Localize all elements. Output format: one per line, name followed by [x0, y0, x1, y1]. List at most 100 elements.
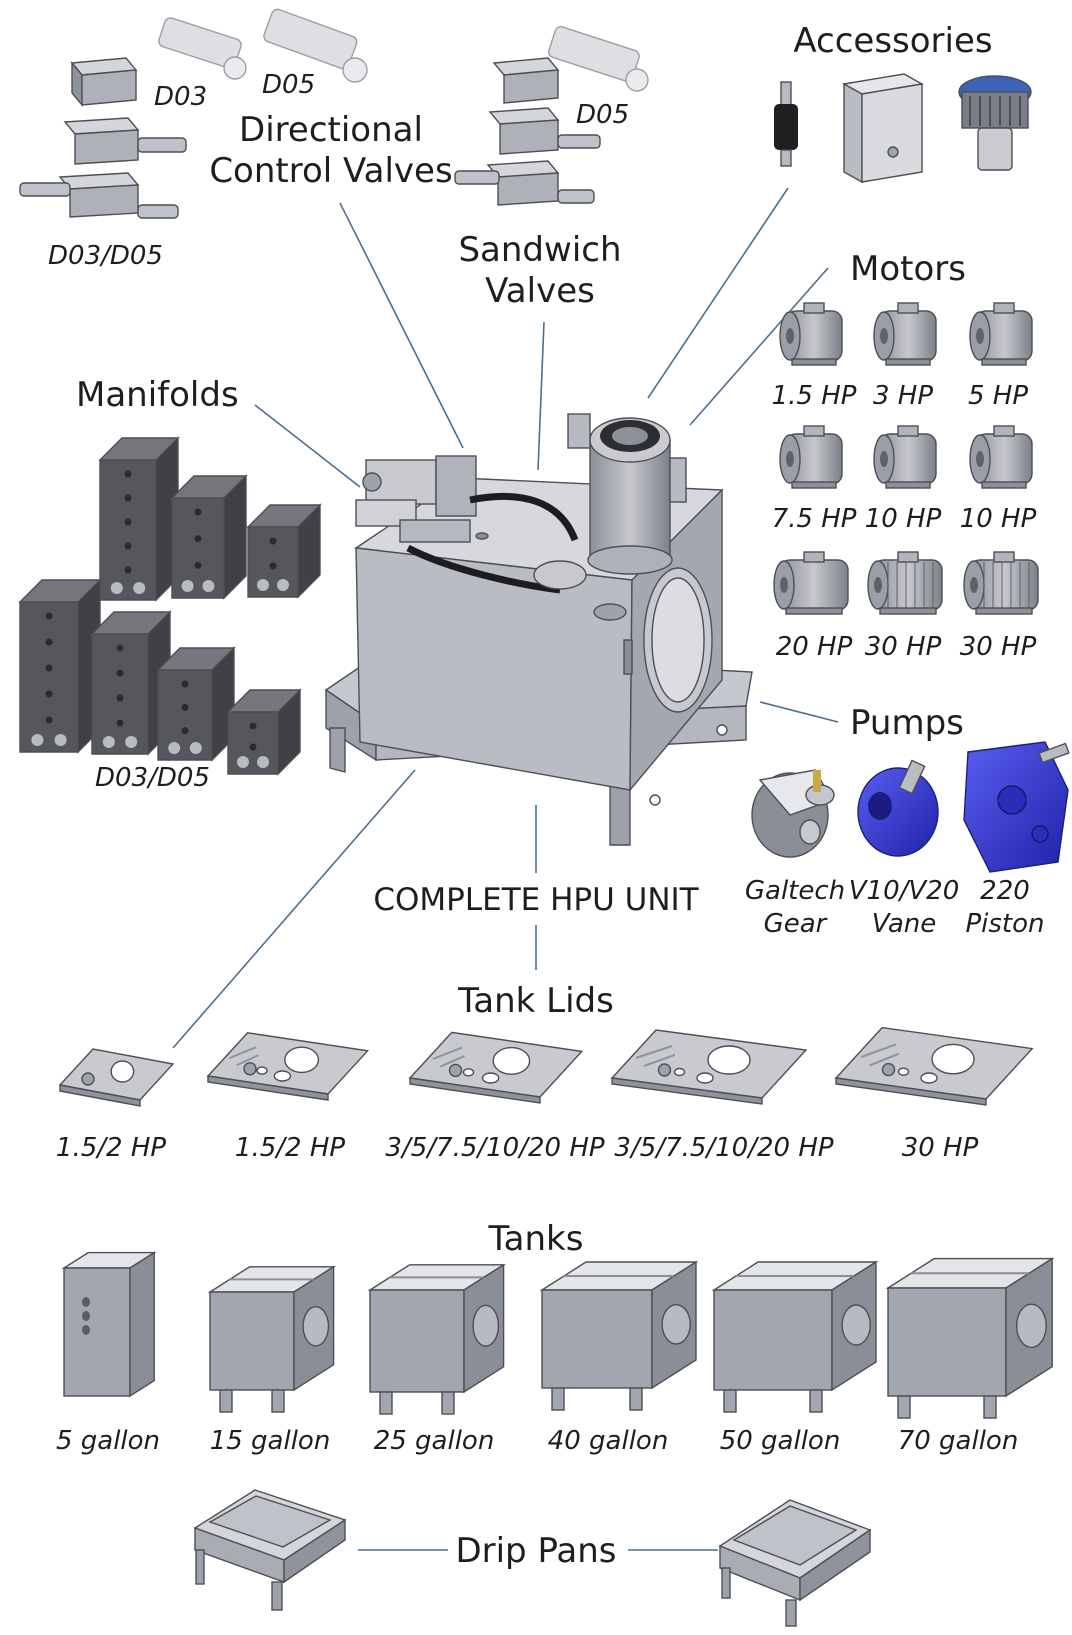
electric-motor-icon [779, 302, 843, 366]
pump-label-vane: V10/V20 Vane [842, 875, 966, 940]
electric-motor-icon [873, 425, 937, 489]
sandwich-dual-relief-icon [454, 160, 595, 206]
manifold-block-icon [170, 474, 248, 600]
manifold-block-icon [98, 436, 180, 602]
accessories-heading: Accessories [793, 21, 993, 61]
electric-motor-icon [779, 425, 843, 489]
drip-pan-left-icon [193, 1489, 347, 1611]
motor-label: 10 HP [959, 504, 1037, 534]
motor-label: 1.5 HP [771, 381, 857, 411]
motor-label: 10 HP [864, 504, 942, 534]
tank-lids-group [58, 1026, 1034, 1107]
complete-hpu-unit-illustration [324, 413, 753, 846]
vane-pump-icon [857, 759, 939, 857]
valve-label-d03: D03 [154, 82, 208, 112]
tank-label: 15 gallon [209, 1426, 331, 1456]
tank-label: 70 gallon [897, 1426, 1019, 1456]
lid-label: 3/5/7.5/10/20 HP [385, 1133, 605, 1163]
motor-label: 5 HP [967, 381, 1029, 411]
pump-label-line1: Galtech [744, 876, 846, 906]
reservoir-tank-icon [207, 1265, 337, 1413]
leader-lines [172, 187, 839, 1551]
tank-label: 40 gallon [547, 1426, 669, 1456]
electrical-box-icon [841, 73, 925, 184]
motor-label: 20 HP [775, 632, 853, 662]
lid-label: 30 HP [901, 1133, 979, 1163]
piston-pump-icon [963, 741, 1070, 873]
motor-label: 30 HP [959, 632, 1037, 662]
drip-pan-right-icon [718, 1499, 872, 1627]
motors-heading: Motors [850, 249, 966, 289]
electric-motor-icon [773, 551, 849, 615]
gear-pump-icon [751, 769, 835, 858]
pumps-heading: Pumps [850, 703, 964, 743]
reservoir-tank-icon [885, 1257, 1055, 1419]
reservoir-tank-icon [711, 1260, 879, 1413]
electric-motor-icon [969, 425, 1033, 489]
reservoir-tank-icon [539, 1260, 699, 1411]
sandwich-valve-group [454, 26, 649, 206]
manifold-label-d03-d05: D03/D05 [95, 763, 210, 793]
electric-motor-icon [969, 302, 1033, 366]
sandwich-label-d05: D05 [576, 100, 630, 130]
lid-label: 1.5/2 HP [55, 1133, 167, 1163]
tank-lids-heading: Tank Lids [458, 981, 614, 1021]
tank-lid-icon [834, 1026, 1034, 1106]
breather-cap-icon [958, 75, 1032, 171]
electric-motor-icon [963, 551, 1039, 615]
valve-label-d03-d05: D03/D05 [48, 241, 163, 271]
electric-motor-icon [873, 302, 937, 366]
electric-motor-icon [867, 551, 943, 615]
directional-control-valves-heading: Directional Control Valves [209, 110, 453, 192]
manifold-block-icon [246, 503, 322, 599]
manifold-block-icon [156, 646, 236, 762]
relief-valve-icon [63, 117, 187, 165]
manifold-block-icon [18, 578, 102, 754]
dual-relief-valve-icon [19, 172, 179, 219]
lid-label: 3/5/7.5/10/20 HP [614, 1133, 834, 1163]
pump-label-line2: Gear [763, 908, 827, 939]
vibration-isolator-icon [774, 81, 798, 167]
tank-lid-icon [58, 1048, 175, 1107]
tanks-heading: Tanks [488, 1219, 584, 1259]
sandwich-valves-heading: Sandwich Valves [458, 230, 622, 312]
tank-lid-icon [206, 1032, 370, 1101]
manifolds-group [18, 436, 322, 776]
sandwich-relief-icon [488, 107, 601, 155]
sandwich-block-icon [492, 57, 560, 104]
subplate-d03-icon [70, 57, 138, 107]
reservoir-tank-icon [367, 1263, 507, 1415]
lid-label: 1.5/2 HP [234, 1133, 346, 1163]
drip-pans-heading: Drip Pans [455, 1531, 617, 1571]
tank-lid-icon [408, 1031, 584, 1104]
tanks-group [61, 1251, 1055, 1419]
complete-hpu-unit-heading: COMPLETE HPU UNIT [373, 882, 699, 918]
pump-label-line2: Vane [871, 908, 937, 939]
motor-label: 3 HP [872, 381, 934, 411]
pump-label-line1: 220 [980, 876, 1030, 906]
manifolds-heading: Manifolds [76, 375, 239, 415]
manifold-block-icon [226, 688, 302, 776]
tank-lid-icon [610, 1029, 808, 1105]
directional-valve-group [19, 8, 368, 219]
valve-d05-icon [263, 8, 368, 83]
valve-label-d05: D05 [262, 70, 316, 100]
reservoir-tank-icon [61, 1251, 157, 1398]
tank-label: 50 gallon [719, 1426, 841, 1456]
pump-label-line1: V10/V20 [848, 876, 960, 906]
pump-label-gear: Galtech Gear [735, 875, 855, 940]
tank-label: 25 gallon [373, 1426, 495, 1456]
drip-pans-group [193, 1489, 872, 1627]
sandwich-valve-d05-icon [548, 26, 649, 92]
accessories-group [774, 73, 1032, 184]
motors-grid [773, 302, 1039, 615]
motor-label: 7.5 HP [771, 504, 857, 534]
tank-label: 5 gallon [55, 1426, 161, 1456]
pump-label-piston: 220 Piston [950, 875, 1060, 940]
valve-d03-icon [158, 17, 247, 80]
pumps-group [751, 741, 1070, 873]
pump-label-line2: Piston [965, 908, 1045, 939]
motor-label: 30 HP [864, 632, 942, 662]
